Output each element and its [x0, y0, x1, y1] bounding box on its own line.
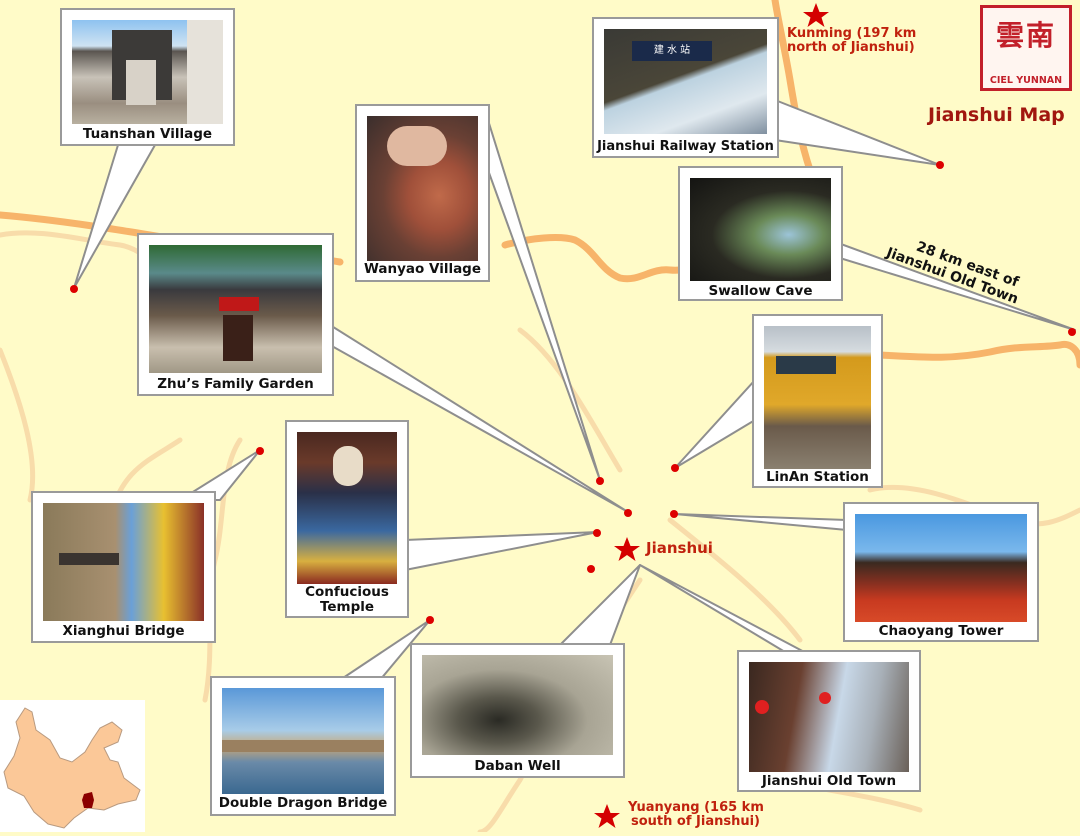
- card-wanyao-village[interactable]: Wanyao Village: [355, 104, 490, 282]
- star-icon-kunming: [803, 3, 829, 27]
- caption-zhus-family-garden: Zhu’s Family Garden: [157, 376, 314, 392]
- card-chaoyang-tower[interactable]: Chaoyang Tower: [843, 502, 1039, 642]
- card-double-dragon-bridge[interactable]: Double Dragon Bridge: [210, 676, 396, 816]
- label-kunming-line1: Kunming (197 km: [787, 26, 917, 41]
- card-daban-well[interactable]: Daban Well: [410, 643, 625, 778]
- card-tuanshan-village[interactable]: Tuanshan Village: [60, 8, 235, 146]
- marker-swallow-cave[interactable]: [1068, 328, 1076, 336]
- caption-chaoyang-tower: Chaoyang Tower: [878, 623, 1004, 639]
- marker-xianghui-bridge[interactable]: [256, 447, 264, 455]
- yunnan-province-shape: [3, 707, 141, 829]
- marker-zhus-family-garden[interactable]: [624, 509, 632, 517]
- label-yuanyang-line1: Yuanyang (165 km: [628, 800, 764, 815]
- photo-daban-well: [422, 655, 613, 755]
- card-jianshui-old-town[interactable]: Jianshui Old Town: [737, 650, 921, 792]
- marker-linan-station[interactable]: [671, 464, 679, 472]
- label-kunming-line2: north of Jianshui): [787, 40, 915, 55]
- card-jianshui-railway-station[interactable]: 建 水 站 Jianshui Railway Station: [592, 17, 779, 158]
- caption-jianshui-old-town: Jianshui Old Town: [761, 773, 897, 789]
- marker-double-dragon-bridge[interactable]: [426, 616, 434, 624]
- caption-wanyao-village: Wanyao Village: [363, 261, 482, 277]
- photo-chaoyang-tower: [855, 514, 1027, 622]
- map-title: Jianshui Map: [928, 104, 1065, 126]
- caption-tuanshan-village: Tuanshan Village: [82, 126, 213, 142]
- marker-tuanshan-village[interactable]: [70, 285, 78, 293]
- photo-linan-station: [764, 326, 871, 469]
- marker-chaoyang-tower[interactable]: [670, 510, 678, 518]
- logo-glyph: 雲南: [995, 19, 1056, 52]
- card-xianghui-bridge[interactable]: Xianghui Bridge: [31, 491, 216, 643]
- photo-confucious-temple: [297, 432, 397, 584]
- photo-wanyao-village: [367, 116, 478, 261]
- caption-double-dragon-bridge: Double Dragon Bridge: [218, 795, 388, 811]
- jianshui-county-highlight: [82, 792, 94, 808]
- caption-railway-station: Jianshui Railway Station: [597, 139, 774, 154]
- label-yuanyang: Yuanyang (165 km south of Jianshui): [628, 801, 764, 829]
- star-icon-yuanyang: [594, 804, 620, 828]
- card-zhus-family-garden[interactable]: Zhu’s Family Garden: [137, 233, 334, 396]
- yunnan-locator-inset: [0, 700, 145, 832]
- photo-tuanshan-village: [72, 20, 223, 124]
- card-linan-station[interactable]: LinAn Station: [752, 314, 883, 488]
- label-jianshui: Jianshui: [646, 539, 713, 557]
- star-icon-jianshui: [614, 537, 640, 561]
- photo-jianshui-old-town: [749, 662, 909, 772]
- label-yuanyang-line2: south of Jianshui): [631, 814, 760, 829]
- ciel-yunnan-logo[interactable]: 雲南 CIEL YUNNAN: [980, 5, 1072, 91]
- label-kunming: Kunming (197 km north of Jianshui): [787, 27, 916, 55]
- marker-confucious-temple[interactable]: [593, 529, 601, 537]
- photo-swallow-cave: [690, 178, 831, 281]
- caption-swallow-cave: Swallow Cave: [708, 283, 813, 299]
- caption-xianghui-bridge: Xianghui Bridge: [62, 623, 185, 639]
- station-sign: 建 水 站: [632, 41, 712, 61]
- photo-zhus-family-garden: [149, 245, 322, 373]
- caption-linan-station: LinAn Station: [766, 469, 869, 485]
- photo-double-dragon-bridge: [222, 688, 384, 794]
- caption-daban-well: Daban Well: [474, 758, 561, 774]
- card-swallow-cave[interactable]: Swallow Cave: [678, 166, 843, 301]
- marker-daban-well[interactable]: [587, 565, 595, 573]
- marker-railway-station[interactable]: [936, 161, 944, 169]
- marker-wanyao-village[interactable]: [596, 477, 604, 485]
- photo-railway-station: 建 水 站: [604, 29, 767, 134]
- photo-xianghui-bridge: [43, 503, 204, 621]
- logo-text: CIEL YUNNAN: [989, 75, 1063, 86]
